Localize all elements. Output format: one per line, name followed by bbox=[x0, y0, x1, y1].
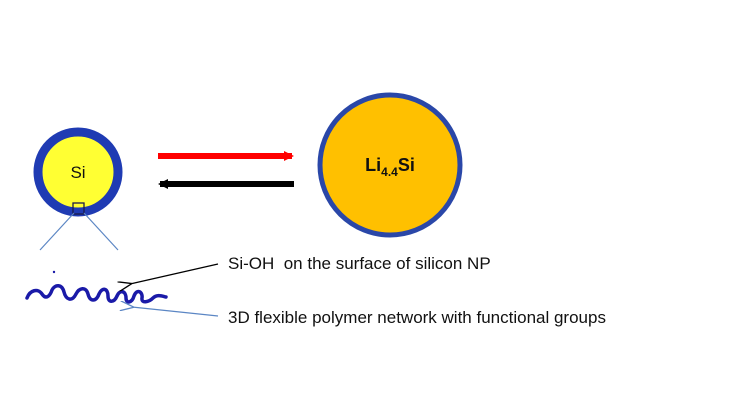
zoom-box bbox=[72, 202, 85, 215]
si-label: Si bbox=[70, 163, 85, 182]
polymer-pointer-arrow bbox=[132, 307, 219, 317]
zoom-line-right bbox=[83, 212, 119, 251]
lisi-label: Li4.4Si bbox=[365, 155, 415, 179]
lisi-label-subscript: 4.4 bbox=[381, 165, 398, 179]
polymer-annotation: 3D flexible polymer network with functio… bbox=[228, 308, 606, 327]
lisi-particle-circle bbox=[317, 92, 463, 238]
silanol-pointer-arrow bbox=[130, 263, 219, 284]
lisi-label-main: Li bbox=[365, 155, 381, 175]
polymer-network-scribble bbox=[25, 284, 168, 304]
si-particle: Si bbox=[33, 127, 123, 217]
zoom-lines bbox=[39, 212, 119, 251]
lisi-label-suffix: Si bbox=[398, 155, 415, 175]
zoom-line-left bbox=[39, 212, 75, 251]
lisi-particle: Li4.4Si bbox=[317, 92, 463, 238]
si-particle-circle bbox=[33, 127, 123, 217]
silanol-annotation: Si-OH on the surface of silicon NP bbox=[228, 254, 491, 273]
stray-dot bbox=[52, 270, 56, 274]
